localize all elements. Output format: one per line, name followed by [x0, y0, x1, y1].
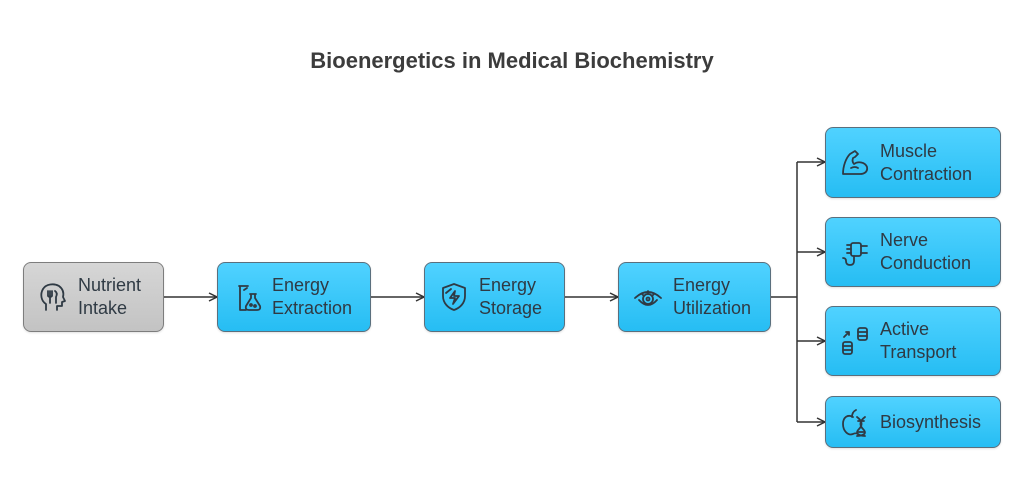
- label-energy-extraction: Energy Extraction: [272, 275, 353, 318]
- gear-eye-icon: [634, 290, 662, 306]
- head-nutrition-icon: [40, 283, 66, 311]
- lab-flask-icon: [238, 285, 262, 311]
- plug-cable-icon: [842, 242, 868, 266]
- label-nerve-conduction: Nerve Conduction: [880, 230, 972, 273]
- diagram-title: Bioenergetics in Medical Biochemistry: [310, 48, 714, 73]
- node-energy-utilization[interactable]: Energy Utilization: [618, 262, 771, 332]
- node-muscle-contraction[interactable]: Muscle Contraction: [825, 127, 1001, 198]
- node-nutrient-intake[interactable]: Nutrient Intake: [23, 262, 164, 332]
- label-energy-utilization: Energy Utilization: [673, 275, 752, 318]
- node-energy-extraction[interactable]: Energy Extraction: [217, 262, 371, 332]
- label-muscle-contraction: Muscle Contraction: [880, 140, 973, 184]
- node-nerve-conduction[interactable]: Nerve Conduction: [825, 217, 1001, 287]
- flexed-arm-icon: [842, 149, 869, 175]
- label-active-transport: Active Transport: [880, 319, 957, 362]
- node-biosynthesis[interactable]: Biosynthesis: [825, 396, 1001, 448]
- label-energy-storage: Energy Storage: [479, 275, 543, 318]
- node-active-transport[interactable]: Active Transport: [825, 306, 1001, 376]
- apple-dna-icon: [842, 409, 866, 437]
- node-energy-storage[interactable]: Energy Storage: [424, 262, 565, 332]
- transfer-stack-icon: [842, 327, 868, 355]
- shield-energy-icon: [442, 283, 466, 311]
- label-nutrient-intake: Nutrient Intake: [78, 275, 142, 318]
- label-biosynthesis: Biosynthesis: [880, 411, 982, 432]
